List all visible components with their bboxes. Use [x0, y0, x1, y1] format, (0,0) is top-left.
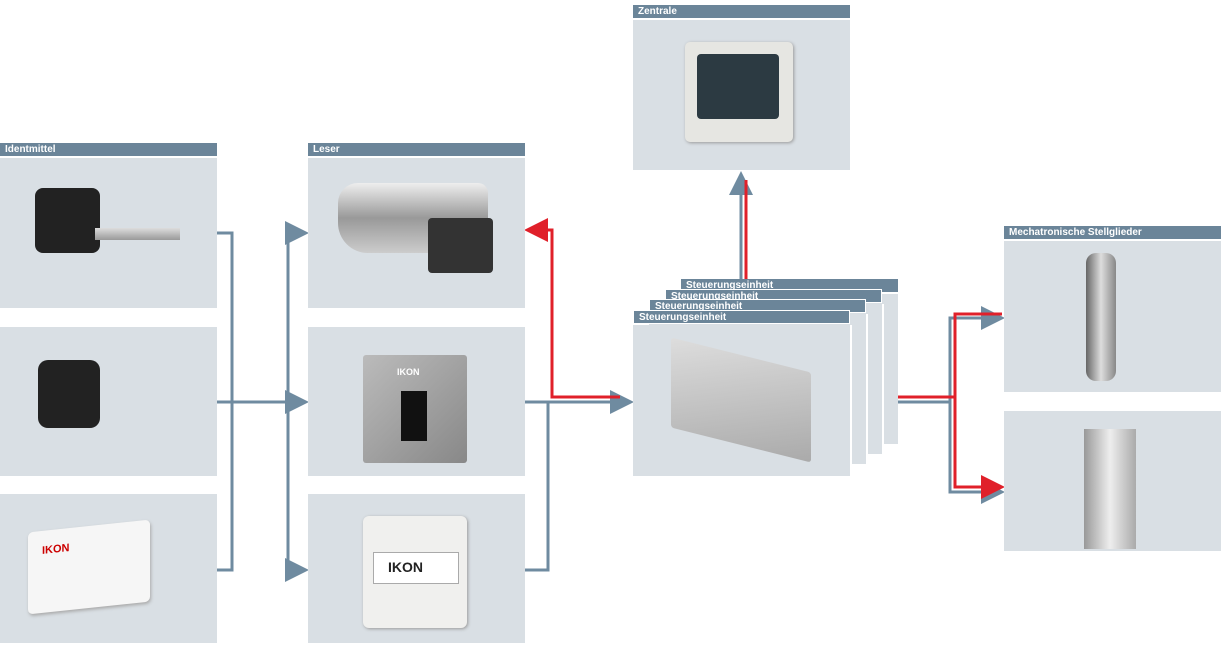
- card-panel: IKON: [0, 494, 217, 643]
- wall-reader-panel: IKON: [308, 327, 525, 476]
- key-fob-icon: [38, 360, 100, 428]
- zentrale-header: Zentrale: [633, 5, 850, 19]
- card-brand-logo: IKON: [42, 542, 70, 557]
- terminal-reader-icon: IKON: [363, 516, 467, 628]
- cylinder-reader-module: [428, 218, 493, 273]
- steuerung-panel: [633, 325, 852, 476]
- mortise-lock-icon: [1084, 429, 1136, 549]
- leser-header: Leser: [308, 143, 525, 157]
- card-icon: IKON: [28, 519, 150, 615]
- key-transponder-panel: [0, 158, 217, 308]
- key-fob-panel: [0, 327, 217, 476]
- wall-reader-icon: IKON: [363, 355, 467, 463]
- electronic-cylinder-icon: [1086, 253, 1116, 381]
- stellglieder-header: Mechatronische Stellglieder: [1004, 226, 1221, 240]
- key-blade: [95, 228, 180, 240]
- cylinder-reader-panel: [308, 158, 525, 308]
- electronic-cylinder-panel: [1004, 241, 1221, 392]
- zentrale-panel: [633, 20, 850, 170]
- monitor-icon: [685, 42, 793, 142]
- wall-reader-brand: IKON: [397, 367, 420, 377]
- steuerung-header: Steuerungseinheit: [633, 310, 850, 324]
- control-unit-icon: [671, 337, 811, 463]
- terminal-reader-panel: IKON: [308, 494, 525, 643]
- mortise-lock-panel: [1004, 411, 1221, 551]
- identmittel-header: Identmittel: [0, 143, 217, 157]
- terminal-brand: IKON: [388, 559, 423, 575]
- key-icon: [35, 188, 100, 253]
